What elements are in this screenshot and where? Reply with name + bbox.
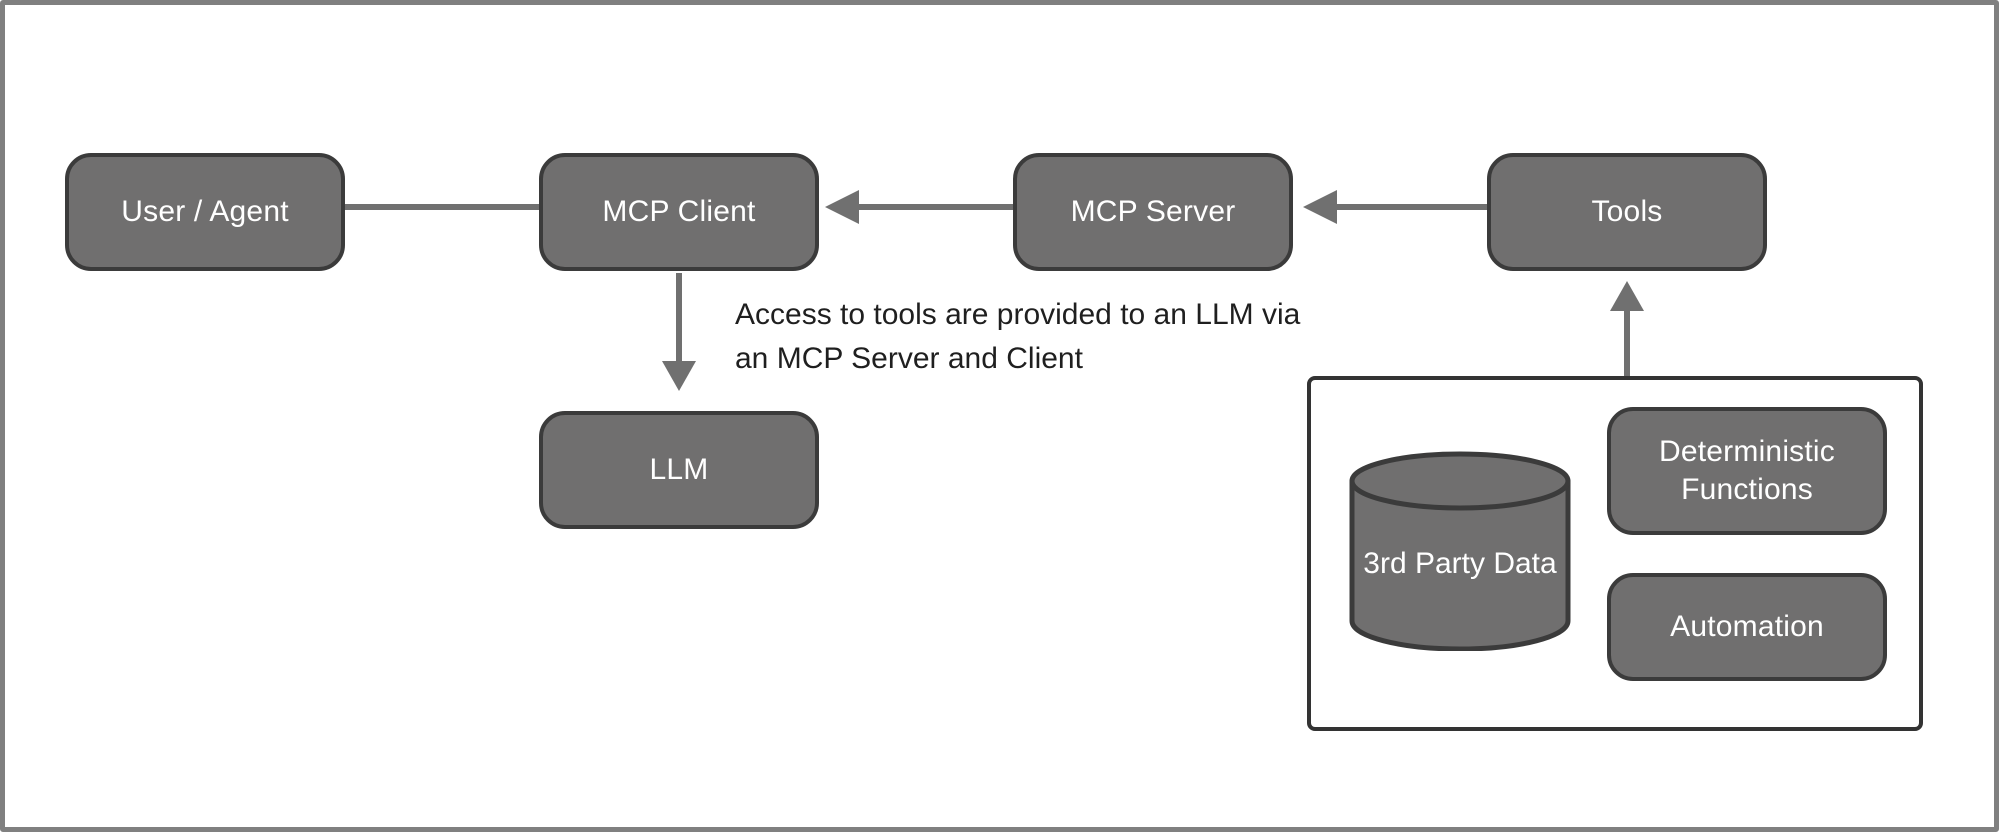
node-user-agent-label: User / Agent (121, 194, 289, 228)
node-deterministic-functions-label: Deterministic Functions (1659, 434, 1835, 506)
node-third-party-data[interactable]: 3rd Party Data (1346, 451, 1574, 651)
connector-tools-to-mcp-server (1295, 185, 1495, 229)
node-mcp-server[interactable]: MCP Server (1013, 153, 1293, 271)
node-third-party-data-label: 3rd Party Data (1363, 547, 1557, 581)
node-automation-label: Automation (1670, 609, 1824, 643)
node-deterministic-functions[interactable]: Deterministic Functions (1607, 407, 1887, 535)
node-llm[interactable]: LLM (539, 411, 819, 529)
connector-mcp-server-to-mcp-client (817, 185, 1017, 229)
node-tools[interactable]: Tools (1487, 153, 1767, 271)
node-tools-label: Tools (1591, 194, 1663, 228)
connector-mcp-client-to-llm (657, 273, 701, 395)
annotation-tools-note: Access to tools are provided to an LLM v… (735, 298, 1301, 376)
node-mcp-server-label: MCP Server (1070, 194, 1236, 228)
node-mcp-client[interactable]: MCP Client (539, 153, 819, 271)
node-llm-label: LLM (649, 452, 709, 486)
diagram-stage: User / Agent MCP Client MCP Server Tools… (5, 5, 1994, 827)
node-mcp-client-label: MCP Client (602, 194, 756, 228)
connector-user-agent-to-mcp-client (345, 201, 545, 213)
node-user-agent[interactable]: User / Agent (65, 153, 345, 271)
node-automation[interactable]: Automation (1607, 573, 1887, 681)
